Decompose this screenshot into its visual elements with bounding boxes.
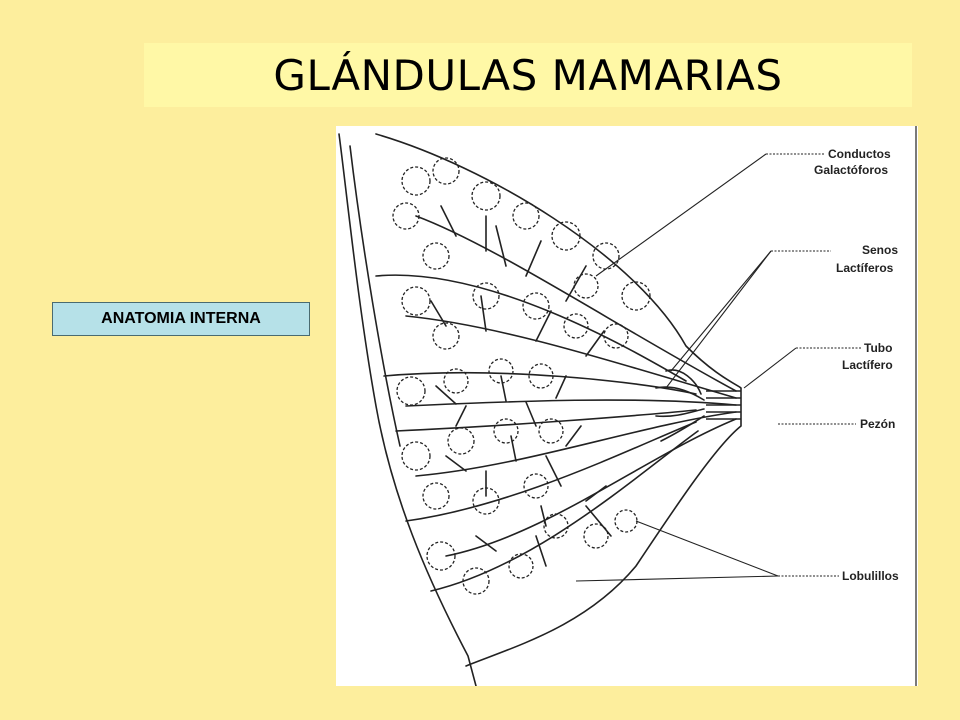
lobule — [401, 166, 431, 196]
lobule — [583, 523, 609, 549]
lobule — [614, 509, 638, 533]
section-label: ANATOMIA INTERNA — [101, 310, 261, 327]
lobule — [528, 363, 554, 389]
lobule — [512, 202, 540, 230]
title-bar: GLÁNDULAS MAMARIAS — [144, 43, 912, 107]
diagram-svg: Conductos Galactóforos Senos Lactíferos … — [338, 126, 917, 686]
lobule — [422, 482, 450, 510]
slide-title: GLÁNDULAS MAMARIAS — [273, 50, 783, 100]
lobule — [401, 286, 431, 316]
lobule — [472, 282, 500, 310]
label-senos-line2: Lactíferos — [836, 261, 894, 275]
label-tubo-line2: Lactífero — [842, 358, 893, 372]
duct — [405, 315, 737, 399]
chest-wall — [338, 133, 477, 686]
lobule — [523, 473, 549, 499]
label-senos-line1: Senos — [862, 243, 898, 257]
duct — [415, 411, 737, 477]
lobule — [422, 242, 450, 270]
lobe-boundary — [395, 409, 697, 432]
sinus — [655, 386, 705, 401]
nipple — [706, 390, 741, 420]
duct — [445, 418, 737, 557]
lobule — [472, 487, 500, 515]
lobule — [443, 368, 469, 394]
sinus — [665, 369, 702, 395]
lobule — [543, 513, 569, 539]
lobe-boundary — [405, 421, 697, 522]
lobule — [462, 567, 490, 595]
lobule — [432, 157, 460, 185]
lobule — [573, 273, 599, 299]
lobule — [508, 553, 534, 579]
lobule — [432, 322, 460, 350]
breast-contour — [375, 133, 742, 667]
lobe-boundary — [375, 274, 687, 382]
lobule — [396, 376, 426, 406]
label-pezon: Pezón — [860, 417, 895, 431]
sinus — [655, 408, 705, 418]
lobule — [488, 358, 514, 384]
lobule — [522, 292, 550, 320]
lobule — [551, 221, 581, 251]
lobule — [563, 313, 589, 339]
label-tubo-line1: Tubo — [864, 341, 892, 355]
lobe-boundary — [383, 371, 697, 395]
lobule — [426, 541, 456, 571]
mammary-gland-diagram: Conductos Galactóforos Senos Lactíferos … — [336, 126, 918, 686]
duct — [415, 215, 737, 392]
label-conductos-line2: Galactóforos — [814, 163, 888, 177]
lobule — [392, 202, 420, 230]
section-label-box: ANATOMIA INTERNA — [52, 302, 310, 336]
chest-wall-inner — [349, 145, 401, 447]
lobule — [401, 441, 431, 471]
lobule — [603, 323, 629, 349]
lobule — [538, 418, 564, 444]
lobule — [447, 427, 475, 455]
lobule — [471, 181, 501, 211]
lobule — [621, 281, 651, 311]
duct — [405, 399, 737, 407]
label-lobulillos: Lobulillos — [842, 569, 899, 583]
sinus — [660, 415, 705, 442]
label-conductos-line1: Conductos — [828, 147, 891, 161]
lobule — [493, 418, 519, 444]
